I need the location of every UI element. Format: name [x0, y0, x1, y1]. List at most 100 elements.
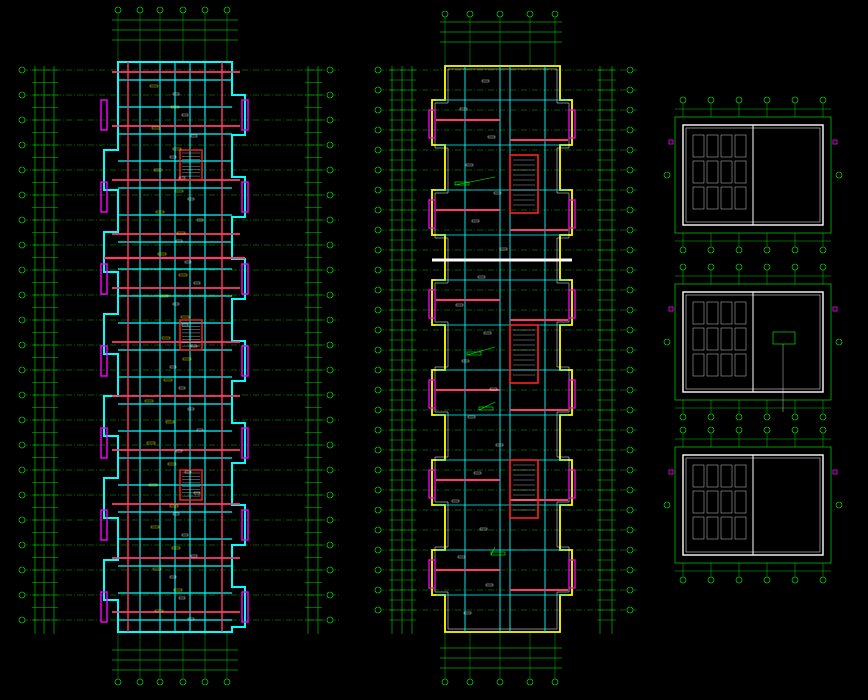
axis-bubble-left: [374, 506, 382, 514]
axis-bubble-top: [179, 6, 187, 14]
window-opening: [100, 427, 108, 459]
room-label: [172, 92, 180, 96]
axis-bubble-left: [18, 591, 26, 599]
room-label: [459, 107, 468, 111]
axis-bubble-right: [326, 266, 334, 274]
axis-bubble-left: [18, 616, 26, 624]
room-label: [151, 126, 161, 130]
axis-bubble-left: [18, 216, 26, 224]
axis-bubble-top: [551, 10, 559, 18]
axis-bubble-top: [496, 10, 504, 18]
room-label: [477, 275, 486, 279]
room-label: [193, 491, 201, 495]
axis-bubble-left: [374, 246, 382, 254]
room-label: [157, 252, 167, 256]
axis-bubble-right: [626, 466, 634, 474]
room-label: [178, 273, 188, 277]
axis-bubble-bottom: [551, 678, 559, 686]
axis-bubble-left: [374, 266, 382, 274]
room-label: [467, 415, 476, 419]
room-label: [146, 441, 156, 445]
axis-bubble-bottom: [679, 413, 687, 421]
axis-bubble-left: [374, 166, 382, 174]
room-label: [487, 135, 496, 139]
axis-bubble-left: [374, 186, 382, 194]
axis-bubble-right: [626, 526, 634, 534]
axis-bubble-right: [626, 146, 634, 154]
axis-bubble-top: [136, 6, 144, 14]
axis-bubble-right: [326, 566, 334, 574]
axis-bubble-right: [626, 186, 634, 194]
room-label: [169, 575, 177, 579]
axis-bubble-bottom: [201, 678, 209, 686]
stair-flight: [706, 301, 719, 325]
detail-marker: [832, 306, 838, 312]
leader-line: [454, 176, 496, 186]
room-label: [178, 386, 186, 390]
axis-bubble-right: [626, 606, 634, 614]
room-label: [483, 331, 492, 335]
stair-flight: [692, 516, 705, 540]
stair-flight: [734, 516, 747, 540]
axis-bubble-bottom: [791, 413, 799, 421]
axis-bubble-side: [835, 501, 843, 509]
room-label: [479, 527, 488, 531]
window-opening: [100, 181, 108, 213]
axis-bubble-bottom: [735, 413, 743, 421]
axis-bubble-left: [18, 541, 26, 549]
axis-bubble-right: [326, 616, 334, 624]
room-label: [465, 163, 474, 167]
axis-bubble-left: [18, 441, 26, 449]
room-label: [167, 462, 177, 466]
stair-flight: [720, 353, 733, 377]
leader-line: [466, 346, 496, 356]
room-label: [144, 399, 154, 403]
axis-bubble-left: [18, 241, 26, 249]
window-opening: [241, 427, 249, 459]
window-opening: [568, 469, 576, 499]
stair-flight: [720, 490, 733, 514]
axis-bubble-side: [663, 171, 671, 179]
window-opening: [428, 469, 436, 499]
axis-bubble-top: [679, 96, 687, 104]
detail-frame: [674, 446, 832, 564]
stair-flight: [720, 301, 733, 325]
axis-bubble-left: [18, 141, 26, 149]
room-label: [180, 315, 190, 319]
axis-bubble-left: [374, 466, 382, 474]
room-label: [455, 303, 464, 307]
axis-bubble-bottom: [679, 246, 687, 254]
axis-bubble-top: [466, 10, 474, 18]
axis-bubble-left: [374, 546, 382, 554]
room-label: [165, 420, 175, 424]
axis-bubble-top: [763, 263, 771, 271]
axis-bubble-top: [707, 96, 715, 104]
axis-bubble-bottom: [707, 413, 715, 421]
axis-bubble-left: [374, 286, 382, 294]
detail-frame: [674, 283, 832, 401]
axis-bubble-right: [326, 441, 334, 449]
axis-bubble-right: [326, 216, 334, 224]
axis-bubble-right: [626, 506, 634, 514]
axis-bubble-right: [626, 246, 634, 254]
room-label: [485, 583, 494, 587]
axis-bubble-bottom: [819, 246, 827, 254]
axis-bubble-bottom: [763, 576, 771, 584]
window-opening: [428, 289, 436, 319]
room-label: [196, 218, 204, 222]
axis-bubble-top: [819, 426, 827, 434]
room-label: [451, 499, 460, 503]
axis-bubble-left: [18, 466, 26, 474]
axis-bubble-bottom: [156, 678, 164, 686]
room-label: [149, 84, 159, 88]
axis-bubble-bottom: [526, 678, 534, 686]
axis-bubble-left: [18, 491, 26, 499]
axis-bubble-right: [626, 266, 634, 274]
axis-bubble-left: [18, 391, 26, 399]
window-opening: [100, 99, 108, 131]
axis-bubble-right: [626, 546, 634, 554]
left-plan-caption: [148, 690, 158, 697]
left-floor-plan: [18, 6, 340, 686]
axis-bubble-left: [374, 346, 382, 354]
room-label: [181, 113, 189, 117]
